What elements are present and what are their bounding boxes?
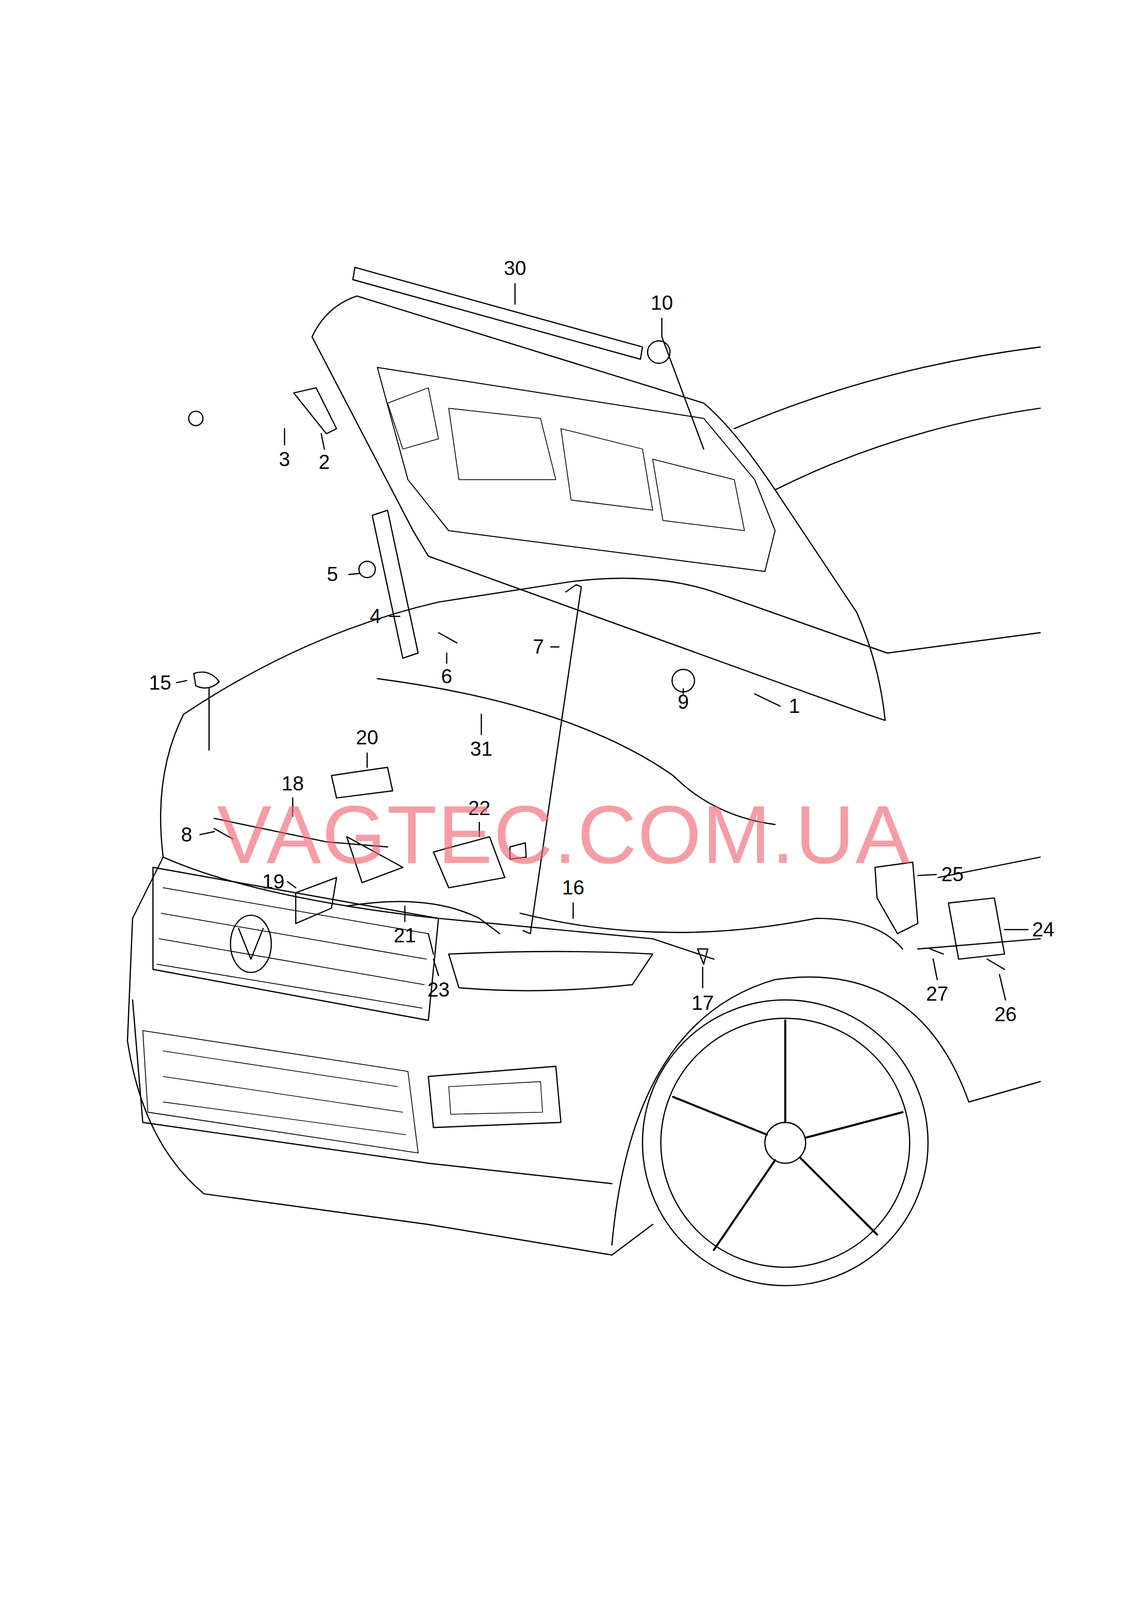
- callout-number: 18: [281, 773, 305, 794]
- callout-number: 7: [532, 636, 544, 657]
- callout-number: 10: [650, 292, 673, 313]
- callout-number: 17: [691, 992, 714, 1013]
- callout-number: 23: [427, 979, 450, 1000]
- callout-number: 25: [941, 863, 964, 884]
- callout-number: 15: [149, 672, 172, 693]
- callout-number: 31: [470, 738, 493, 759]
- callout-number: 5: [326, 563, 338, 585]
- callout-number: 21: [393, 925, 417, 946]
- callout-number: 3: [279, 449, 290, 470]
- callout-number: 26: [994, 1003, 1017, 1024]
- callout-number: 1: [788, 695, 800, 716]
- callout-number: 27: [925, 983, 949, 1004]
- callout-number: 9: [677, 691, 689, 712]
- callout-number: 6: [441, 666, 453, 687]
- callout-number: 24: [1032, 919, 1055, 940]
- callout-number: 2: [318, 451, 330, 472]
- callout-number: 16: [562, 877, 585, 898]
- callout-number: 30: [503, 258, 527, 279]
- callout-number: 4: [369, 605, 381, 626]
- watermark: VAGTEC.COM.UA: [217, 793, 912, 876]
- callout-number: 20: [356, 727, 379, 748]
- callout-number: 8: [180, 824, 192, 845]
